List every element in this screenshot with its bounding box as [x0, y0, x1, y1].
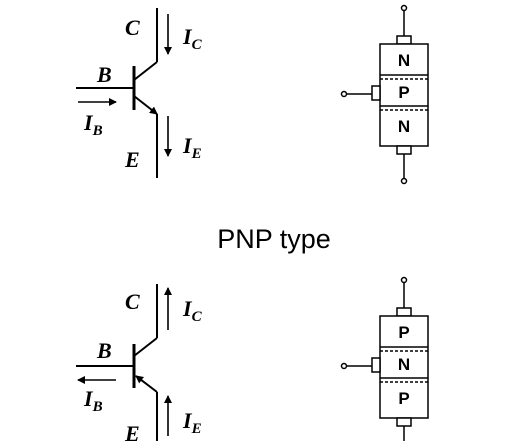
pnp-base-current: IB	[83, 386, 103, 415]
npn-symbol	[76, 8, 172, 178]
pnp-collector-diagonal	[133, 337, 158, 357]
npn-base-current: IB	[83, 110, 103, 139]
npn-layer-1: N	[398, 51, 410, 70]
npn-top-terminal	[400, 4, 408, 12]
npn-collector-label: C	[125, 15, 140, 40]
pnp-layer-1: P	[398, 323, 409, 342]
pnp-collector-label: C	[125, 289, 140, 314]
pnp-collector-current: IC	[182, 296, 203, 325]
npn-side-terminal	[340, 90, 348, 98]
pnp-side-terminal	[340, 362, 348, 370]
pnp-base-label: B	[96, 338, 112, 363]
npn-emitter-label: E	[124, 147, 140, 172]
pnp-caption: PNP type	[217, 224, 331, 254]
pnp-emitter-label: E	[124, 421, 140, 441]
pnp-emitter-current: IE	[182, 408, 202, 437]
pnp-layer-3: P	[398, 389, 409, 408]
npn-emitter-diagonal	[133, 95, 158, 115]
npn-base-label: B	[96, 62, 112, 87]
pnp-emitter-diagonal	[135, 375, 158, 393]
npn-layer-3: N	[398, 117, 410, 136]
pnp-layer-2: N	[398, 355, 410, 374]
npn-collector-current: IC	[182, 24, 203, 53]
npn-structure	[340, 4, 429, 185]
npn-layer-2: P	[398, 83, 409, 102]
pnp-top-terminal	[400, 276, 408, 284]
npn-collector-diagonal	[133, 61, 158, 81]
pnp-symbol	[76, 284, 172, 441]
pnp-structure	[340, 276, 429, 441]
npn-bottom-terminal	[400, 177, 408, 185]
npn-emitter-current: IE	[182, 133, 202, 162]
